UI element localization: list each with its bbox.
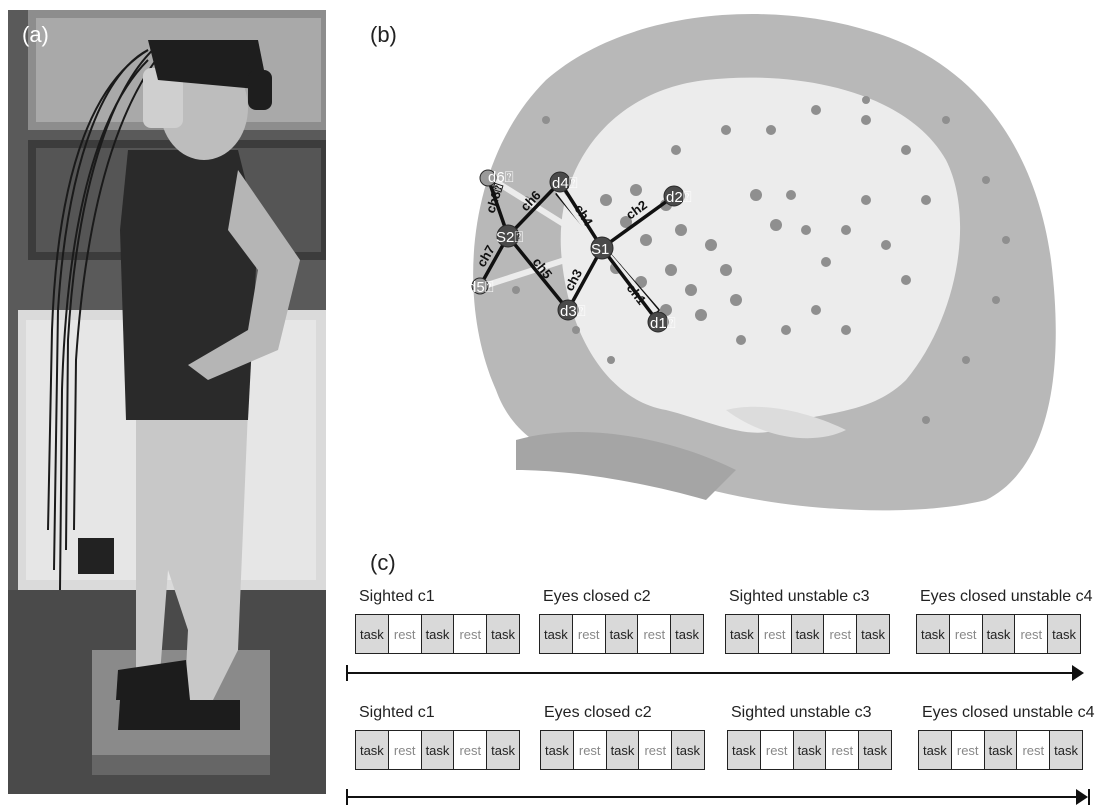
task-cell: task: [541, 731, 574, 769]
time-axis-start-tick: [346, 665, 348, 681]
time-axis-end-tick: [1088, 789, 1090, 805]
rest-cell: rest: [573, 615, 606, 653]
task-cell: task: [919, 731, 952, 769]
task-cell: task: [487, 731, 519, 769]
task-cell: task: [487, 615, 519, 653]
task-cell: task: [985, 731, 1018, 769]
task-cell: task: [672, 731, 704, 769]
condition-title: Eyes closed unstable c4: [920, 588, 1093, 606]
task-cell: task: [917, 615, 950, 653]
condition-title: Sighted unstable c3: [729, 588, 870, 606]
rest-cell: rest: [454, 731, 487, 769]
rest-cell: rest: [454, 615, 487, 653]
rest-cell: rest: [389, 615, 422, 653]
rest-cell: rest: [759, 615, 792, 653]
detector-label-d4: d4⍰: [552, 175, 578, 192]
condition-block: taskresttaskresttask: [725, 614, 890, 654]
detector-label-d1: d1⍰: [650, 315, 676, 332]
condition-block: taskresttaskresttask: [355, 614, 520, 654]
condition-title: Eyes closed c2: [544, 704, 652, 722]
rest-cell: rest: [824, 615, 857, 653]
channel-label-ch3: ch3: [561, 267, 585, 294]
condition-block: taskresttaskresttask: [539, 614, 704, 654]
task-cell: task: [1048, 615, 1080, 653]
rest-cell: rest: [826, 731, 859, 769]
rest-cell: rest: [1015, 615, 1048, 653]
rest-cell: rest: [574, 731, 607, 769]
rest-cell: rest: [1017, 731, 1050, 769]
task-cell: task: [671, 615, 703, 653]
source-label-s1: S1: [591, 241, 609, 258]
time-axis-arrowhead: [1072, 665, 1084, 681]
rest-cell: rest: [950, 615, 983, 653]
time-axis-arrow: [346, 672, 1082, 674]
task-cell: task: [1050, 731, 1082, 769]
condition-title: Sighted c1: [359, 588, 435, 606]
task-cell: task: [356, 615, 389, 653]
condition-block: taskresttaskresttask: [918, 730, 1083, 770]
task-cell: task: [857, 615, 889, 653]
detector-label-d5: d5⍰: [468, 279, 494, 296]
rest-cell: rest: [952, 731, 985, 769]
condition-block: taskresttaskresttask: [916, 614, 1081, 654]
task-cell: task: [422, 731, 455, 769]
task-cell: task: [726, 615, 759, 653]
condition-title: Sighted unstable c3: [731, 704, 872, 722]
rest-cell: rest: [638, 615, 671, 653]
participant-photo: (a): [8, 10, 326, 794]
task-cell: task: [422, 615, 455, 653]
rest-cell: rest: [639, 731, 672, 769]
source-label-s2: S2⍰: [496, 229, 523, 246]
condition-title: Eyes closed c2: [543, 588, 651, 606]
task-cell: task: [792, 615, 825, 653]
channel-label-ch2: ch2: [623, 197, 650, 222]
task-cell: task: [728, 731, 761, 769]
condition-block: taskresttaskresttask: [727, 730, 892, 770]
task-cell: task: [607, 731, 640, 769]
panel-label-c: (c): [370, 550, 396, 576]
task-cell: task: [794, 731, 827, 769]
task-cell: task: [859, 731, 891, 769]
detector-label-d2: d2⍰: [666, 189, 692, 206]
time-axis-start-tick: [346, 789, 348, 805]
montage-overlay: S1 S2⍰ d1⍰ d2⍰ d3⍰ d4⍰ d5⍰ d6⍰ ch1 ch2 c…: [346, 0, 1086, 520]
channel-label-ch5: ch5: [530, 255, 556, 282]
detector-label-d3: d3⍰: [560, 303, 586, 320]
rest-cell: rest: [389, 731, 422, 769]
panel-label-a: (a): [22, 22, 49, 48]
task-cell: task: [540, 615, 573, 653]
rest-cell: rest: [761, 731, 794, 769]
task-cell: task: [356, 731, 389, 769]
task-cell: task: [606, 615, 639, 653]
condition-title: Eyes closed unstable c4: [922, 704, 1095, 722]
channel-label-ch8: ch8⍰: [483, 181, 507, 215]
time-axis-arrow: [346, 796, 1086, 798]
task-cell: task: [983, 615, 1016, 653]
participant-photo-illustration: [8, 10, 326, 794]
condition-block: taskresttaskresttask: [540, 730, 705, 770]
time-axis-arrowhead: [1076, 789, 1088, 805]
condition-title: Sighted c1: [359, 704, 435, 722]
channel-label-ch7: ch7: [474, 243, 498, 270]
condition-block: taskresttaskresttask: [355, 730, 520, 770]
